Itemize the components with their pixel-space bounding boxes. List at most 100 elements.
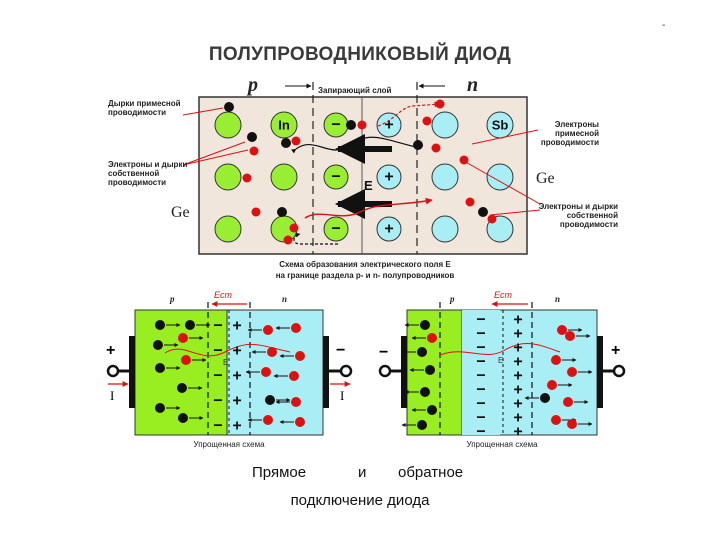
electron xyxy=(224,102,234,112)
atom-sb-label: Sb xyxy=(492,118,509,133)
right-terminal xyxy=(612,364,626,378)
left-electrode xyxy=(401,336,407,408)
ion-plus: + xyxy=(232,343,241,360)
electron xyxy=(153,340,163,350)
hole xyxy=(291,397,301,407)
electron xyxy=(277,207,287,217)
electron xyxy=(247,132,257,142)
ion-plus: + xyxy=(232,368,241,385)
electron xyxy=(155,363,165,373)
atom-p xyxy=(270,163,298,191)
rv-right-terminal-sign: + xyxy=(611,342,621,359)
rv-caption: Упрощенная схема xyxy=(466,440,538,449)
ion-minus: − xyxy=(213,393,222,410)
right-electrode xyxy=(597,336,603,408)
fw-left-terminal-sign: + xyxy=(106,342,116,359)
reverse-carriers: −−−−−−−−−+++++++++ xyxy=(401,312,593,441)
note-intrinsic-left: Электроны и дырки собственной проводимос… xyxy=(108,160,188,187)
ge-label-right: Ge xyxy=(536,170,555,187)
rv-n-label: n xyxy=(555,294,561,304)
hole xyxy=(422,116,432,126)
hole xyxy=(181,355,191,365)
hole xyxy=(295,351,305,361)
bottom-word-and: и xyxy=(358,464,367,481)
bottom-word-reverse: обратное xyxy=(398,464,464,481)
ge-label-left: Ge xyxy=(171,204,190,221)
fw-right-terminal-sign: − xyxy=(336,342,346,359)
atom-n xyxy=(486,163,514,191)
hole xyxy=(289,223,299,233)
hole xyxy=(263,325,273,335)
ion-plus: + xyxy=(513,382,522,399)
top-caption-2: на границе раздела p- и n- полупроводник… xyxy=(275,271,455,280)
fw-inner-field: E xyxy=(223,358,229,367)
hole xyxy=(289,371,299,381)
electron xyxy=(420,387,430,397)
left-terminal xyxy=(378,364,392,378)
electron xyxy=(478,207,488,217)
forward-bias-diagram: −−−−−+++++ xyxy=(106,301,353,436)
note-pointer-2 xyxy=(182,141,246,166)
atom-n xyxy=(431,111,459,139)
electron xyxy=(540,393,550,403)
hole xyxy=(267,347,277,357)
carrier-path xyxy=(439,343,561,356)
forward-carriers: −−−−−+++++ xyxy=(153,318,305,435)
fw-caption: Упрощенная схема xyxy=(193,440,265,449)
ion-minus: − xyxy=(213,318,222,335)
atom-p xyxy=(214,215,242,243)
ion-donor xyxy=(376,112,402,138)
hole xyxy=(242,173,252,183)
p-label: p xyxy=(248,74,258,96)
bottom-line-2: подключение диода xyxy=(290,492,430,509)
top-caption-1: Схема образования электрического поля E xyxy=(279,260,451,269)
electron xyxy=(281,138,291,148)
ion-minus: − xyxy=(476,382,485,399)
ion-minus: − xyxy=(476,396,485,413)
atom-n xyxy=(431,215,459,243)
right-electrode xyxy=(323,336,329,408)
hole xyxy=(563,397,573,407)
fw-current-left: I xyxy=(110,388,115,403)
ion-plus-sign: + xyxy=(384,221,393,238)
ion-minus: − xyxy=(476,424,485,441)
electron xyxy=(417,420,427,430)
hole xyxy=(565,331,575,341)
atom-p xyxy=(270,111,298,139)
atom-n xyxy=(431,163,459,191)
electron xyxy=(417,347,427,357)
hole xyxy=(557,325,567,335)
hole xyxy=(261,367,271,377)
electron xyxy=(155,320,165,330)
electron xyxy=(427,405,437,415)
hole xyxy=(567,367,577,377)
note-impurity-holes: Дырки примесной проводимости xyxy=(108,99,181,117)
corner-mark: - xyxy=(662,20,666,31)
hole xyxy=(291,323,301,333)
atom-p xyxy=(214,111,242,139)
hole xyxy=(291,136,301,146)
electron xyxy=(346,120,356,130)
electron-drift-path xyxy=(291,136,421,154)
fw-field-label: Eст xyxy=(214,290,232,300)
ion-donor xyxy=(376,216,402,242)
note-pointer-1 xyxy=(182,107,224,116)
hole xyxy=(427,333,437,343)
ion-minus-sign: − xyxy=(331,221,340,238)
electron xyxy=(413,140,423,150)
field-e-label: E xyxy=(364,178,373,193)
top-crystal: In−+Sb−+−+ xyxy=(182,82,541,255)
ion-plus: + xyxy=(232,318,241,335)
hole xyxy=(263,415,273,425)
electron xyxy=(265,395,275,405)
ion-plus: + xyxy=(513,396,522,413)
ion-minus: − xyxy=(476,340,485,357)
note-impurity-electrons: Электроны примесной проводимости xyxy=(540,120,599,147)
ion-minus: − xyxy=(476,312,485,329)
electron xyxy=(155,403,165,413)
electron xyxy=(425,365,435,375)
ion-plus: + xyxy=(513,424,522,441)
fw-current-right: I xyxy=(340,388,345,403)
ion-minus-sign: − xyxy=(331,117,340,134)
ion-plus: + xyxy=(232,393,241,410)
